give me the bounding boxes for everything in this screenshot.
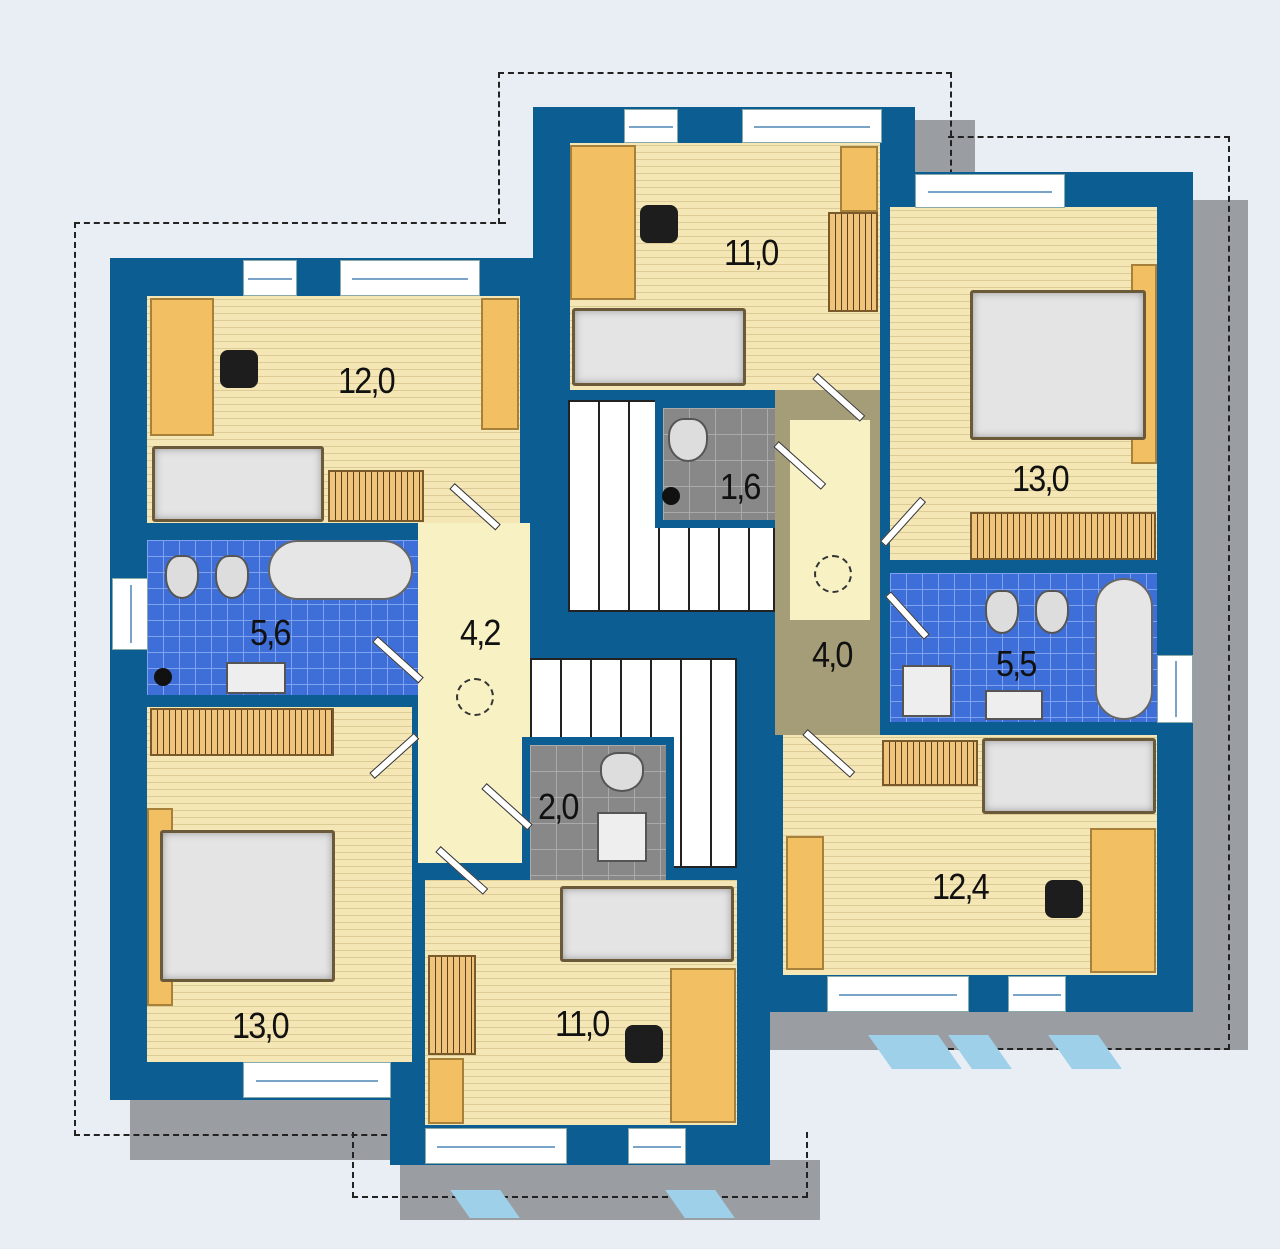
bathtub xyxy=(1095,578,1153,720)
toilet xyxy=(668,418,708,462)
toilet xyxy=(985,590,1019,634)
room-area-label: 2,0 xyxy=(538,786,579,827)
room-area-label: 13,0 xyxy=(232,1005,290,1046)
wc-floor xyxy=(655,400,789,528)
desk xyxy=(150,298,214,436)
bed xyxy=(572,308,746,386)
room-area-label: 4,2 xyxy=(460,612,501,653)
building-shadow xyxy=(915,120,975,180)
window xyxy=(624,109,678,143)
shelf xyxy=(328,470,424,522)
window xyxy=(1008,976,1066,1012)
roof-outline xyxy=(498,72,952,224)
wardrobe xyxy=(481,298,519,430)
cabinet xyxy=(428,1058,464,1124)
chair xyxy=(220,350,258,388)
wardrobe xyxy=(970,512,1156,560)
chair xyxy=(1045,880,1083,918)
room-area-label: 12,4 xyxy=(932,866,990,907)
sink xyxy=(985,690,1043,720)
washing-machine xyxy=(597,812,647,862)
building-shadow xyxy=(760,1010,1248,1050)
window xyxy=(628,1128,686,1164)
riser-icon xyxy=(662,487,680,505)
window xyxy=(112,578,148,650)
window xyxy=(425,1128,567,1164)
room-area-label: 11,0 xyxy=(555,1003,610,1044)
sink xyxy=(226,662,286,694)
bidet xyxy=(1035,590,1069,634)
window xyxy=(243,1062,391,1098)
room-area-label: 5,5 xyxy=(996,643,1037,684)
chair xyxy=(640,205,678,243)
window xyxy=(742,109,882,143)
wardrobe xyxy=(786,836,824,970)
window xyxy=(340,260,480,296)
bed xyxy=(982,738,1156,814)
desk xyxy=(1090,828,1156,973)
desk xyxy=(670,968,736,1123)
desk xyxy=(570,145,636,300)
bathtub xyxy=(268,540,413,600)
room-area-label: 11,0 xyxy=(724,232,779,273)
window xyxy=(915,174,1065,208)
wardrobe xyxy=(150,708,334,756)
bed xyxy=(152,446,324,522)
roof-outline xyxy=(352,1132,808,1198)
building-shadow xyxy=(130,1090,410,1160)
building-shadow xyxy=(1190,200,1248,1020)
room-area-label: 5,6 xyxy=(250,612,291,653)
toilet xyxy=(165,555,199,599)
double-bed xyxy=(970,290,1146,440)
window xyxy=(243,260,297,296)
ceiling-hatch-icon xyxy=(814,555,852,593)
room-area-label: 4,0 xyxy=(812,634,853,675)
bidet xyxy=(215,555,249,599)
bed xyxy=(560,886,734,962)
window xyxy=(1157,655,1193,723)
double-bed xyxy=(160,830,335,982)
roof-outline xyxy=(74,222,506,1136)
window xyxy=(827,976,969,1012)
shelf xyxy=(882,740,978,786)
wardrobe xyxy=(428,955,476,1055)
toilet xyxy=(600,752,644,792)
washing-machine xyxy=(902,665,952,717)
room-area-label: 12,0 xyxy=(338,360,396,401)
room-area-label: 1,6 xyxy=(720,466,761,507)
room-area-label: 13,0 xyxy=(1012,458,1070,499)
cabinet xyxy=(840,146,878,212)
chair xyxy=(625,1025,663,1063)
riser-icon xyxy=(154,668,172,686)
wardrobe xyxy=(828,212,878,312)
ceiling-hatch-icon xyxy=(456,678,494,716)
